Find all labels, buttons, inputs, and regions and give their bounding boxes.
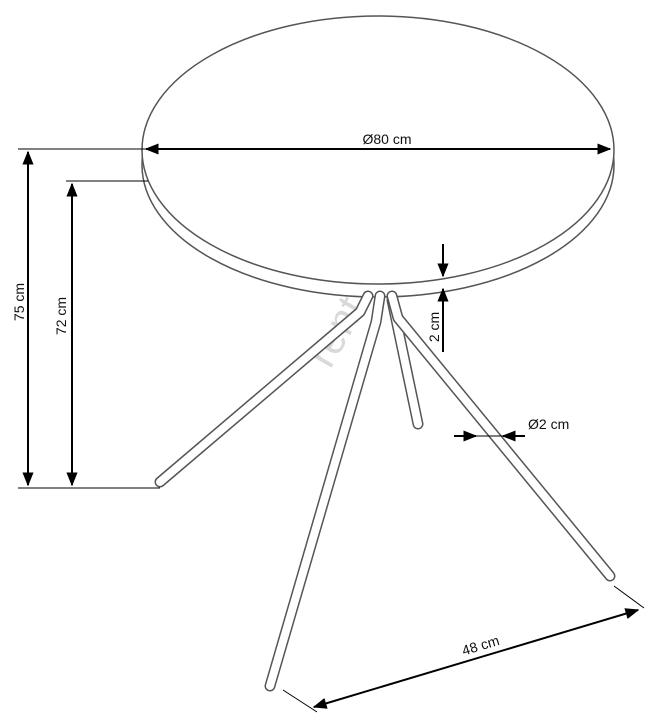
top-thickness-label: 2 cm [426,312,442,342]
dimension-height-leg: 72 cm [53,180,148,487]
dimension-height-total: 75 cm [11,148,160,489]
dimension-top-thickness: 2 cm [426,244,449,352]
dimension-diameter: Ø80 cm [144,131,612,155]
leg-spread-label: 48 cm [460,632,501,658]
leg-diameter-label: Ø2 cm [528,416,569,432]
dimension-leg-diameter: Ø2 cm [454,416,569,442]
leg-right [386,290,616,582]
table-top [141,15,615,298]
table-legs [154,290,616,692]
leg-front [264,290,386,692]
leg-left [154,290,374,488]
height-total-label: 75 cm [11,283,27,321]
height-leg-label: 72 cm [53,297,69,335]
dimension-leg-spread: 48 cm [282,585,645,713]
diameter-label: Ø80 cm [362,131,411,147]
